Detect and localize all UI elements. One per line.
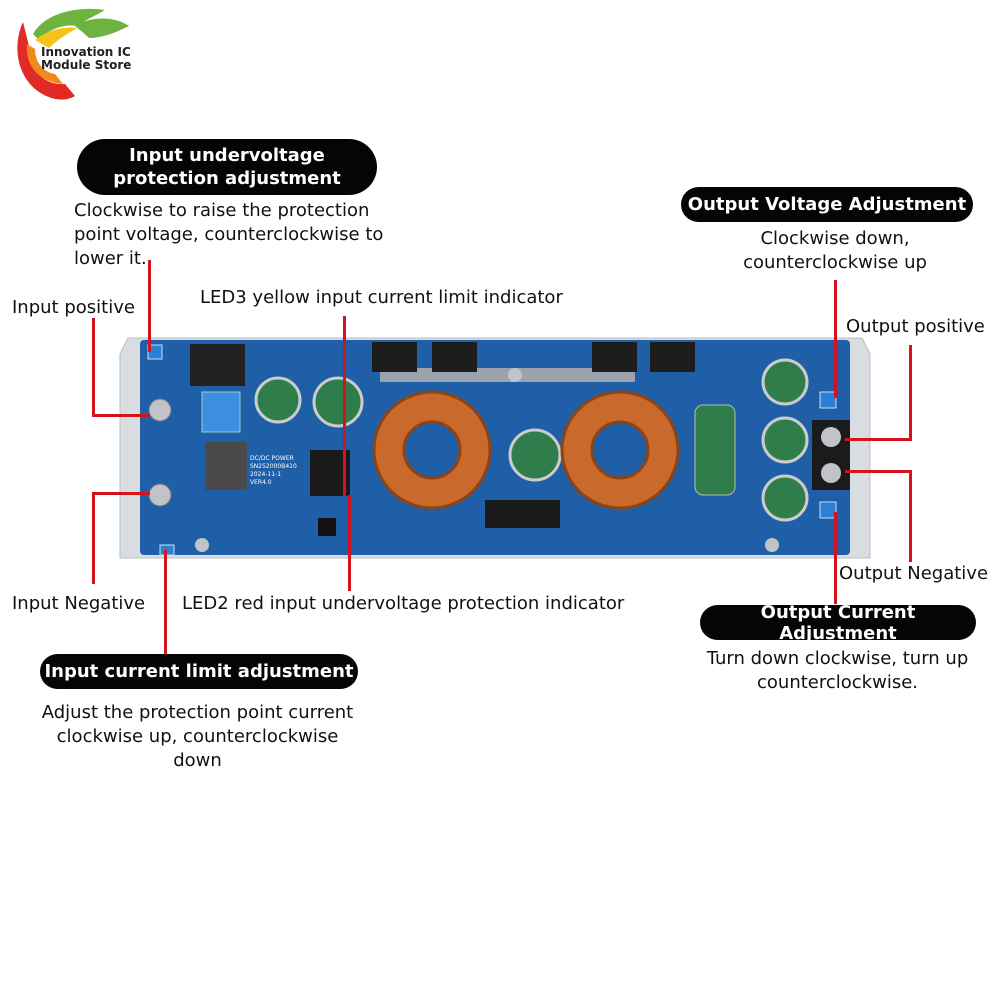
store-name: Innovation IC Module Store (41, 46, 131, 72)
output-current-adjust-description: Turn down clockwise, turn up countercloc… (690, 647, 985, 695)
input-uvp-desc-line1: Clockwise to raise the protection (74, 200, 370, 221)
output-positive-terminal (821, 427, 841, 447)
leader-input-positive-v (92, 318, 95, 416)
leader-output-negative-h (845, 470, 911, 473)
input-negative-label: Input Negative (12, 593, 146, 614)
output-voltage-adjust-title: Output Voltage Adjustment (681, 187, 973, 222)
store-name-line2: Module Store (41, 58, 132, 72)
leader-output-negative-v (909, 470, 912, 562)
output-voltage-adjust-description: Clockwise down, counterclockwise up (700, 227, 970, 275)
silkscreen-line-3: 2024-11-1 (250, 471, 281, 478)
input-negative-terminal (148, 483, 172, 507)
output-current-adjust-title: Output Current Adjustment (700, 602, 976, 644)
silkscreen-line-4: VER4.0 (250, 479, 272, 486)
output-current-desc-line1: Turn down clockwise, turn up (706, 648, 969, 669)
leader-input-negative-v (92, 492, 95, 584)
leader-input-negative-h (92, 492, 150, 495)
leader-led2 (348, 495, 351, 591)
input-positive-label: Input positive (12, 297, 135, 318)
store-name-line1: Innovation IC (41, 45, 131, 59)
leader-output-positive-v (909, 345, 912, 441)
input-uvp-adjust-description: Clockwise to raise the protection point … (74, 199, 383, 271)
leader-input-positive-h (92, 414, 150, 417)
input-uvp-desc-line3: lower it. (74, 248, 147, 269)
input-positive-terminal (148, 398, 172, 422)
leader-input-uvp (148, 260, 151, 352)
led2-label: LED2 red input undervoltage protection i… (182, 593, 625, 614)
input-uvp-title-line1: Input undervoltage (129, 145, 325, 166)
input-current-limit-desc-line2: clockwise up, counterclockwise (56, 726, 339, 747)
output-negative-terminal (821, 463, 841, 483)
leader-output-voltage (834, 280, 837, 398)
silkscreen-line-2: SN252000B410 (250, 463, 297, 470)
input-uvp-adjust-title: Input undervoltage protection adjustment (77, 139, 377, 195)
output-positive-label: Output positive (846, 316, 985, 337)
led3-label: LED3 yellow input current limit indicato… (200, 287, 563, 308)
input-current-limit-desc-line3: down (173, 750, 222, 771)
input-current-limit-desc-line1: Adjust the protection point current (41, 702, 354, 723)
input-uvp-title-line2: protection adjustment (113, 168, 341, 189)
output-voltage-desc-line2: counterclockwise up (743, 252, 927, 273)
silkscreen-line-1: DC/DC POWER (250, 455, 294, 462)
converter-board-image: DC/DC POWER SN252000B410 2024-11-1 VER4.… (119, 337, 871, 559)
input-current-limit-title: Input current limit adjustment (40, 654, 358, 689)
leader-input-current-limit (164, 550, 167, 656)
input-current-limit-description: Adjust the protection point current cloc… (25, 701, 370, 773)
output-current-desc-line2: counterclockwise. (757, 672, 918, 693)
logo-mark-icon (17, 8, 129, 100)
leader-output-positive-h (845, 438, 911, 441)
leader-output-current (834, 512, 837, 604)
leader-led3 (343, 316, 346, 496)
output-negative-label: Output Negative (839, 563, 989, 584)
output-voltage-desc-line1: Clockwise down, (760, 228, 910, 249)
store-logo: Innovation IC Module Store (5, 4, 135, 104)
input-uvp-desc-line2: point voltage, counterclockwise to (74, 224, 384, 245)
